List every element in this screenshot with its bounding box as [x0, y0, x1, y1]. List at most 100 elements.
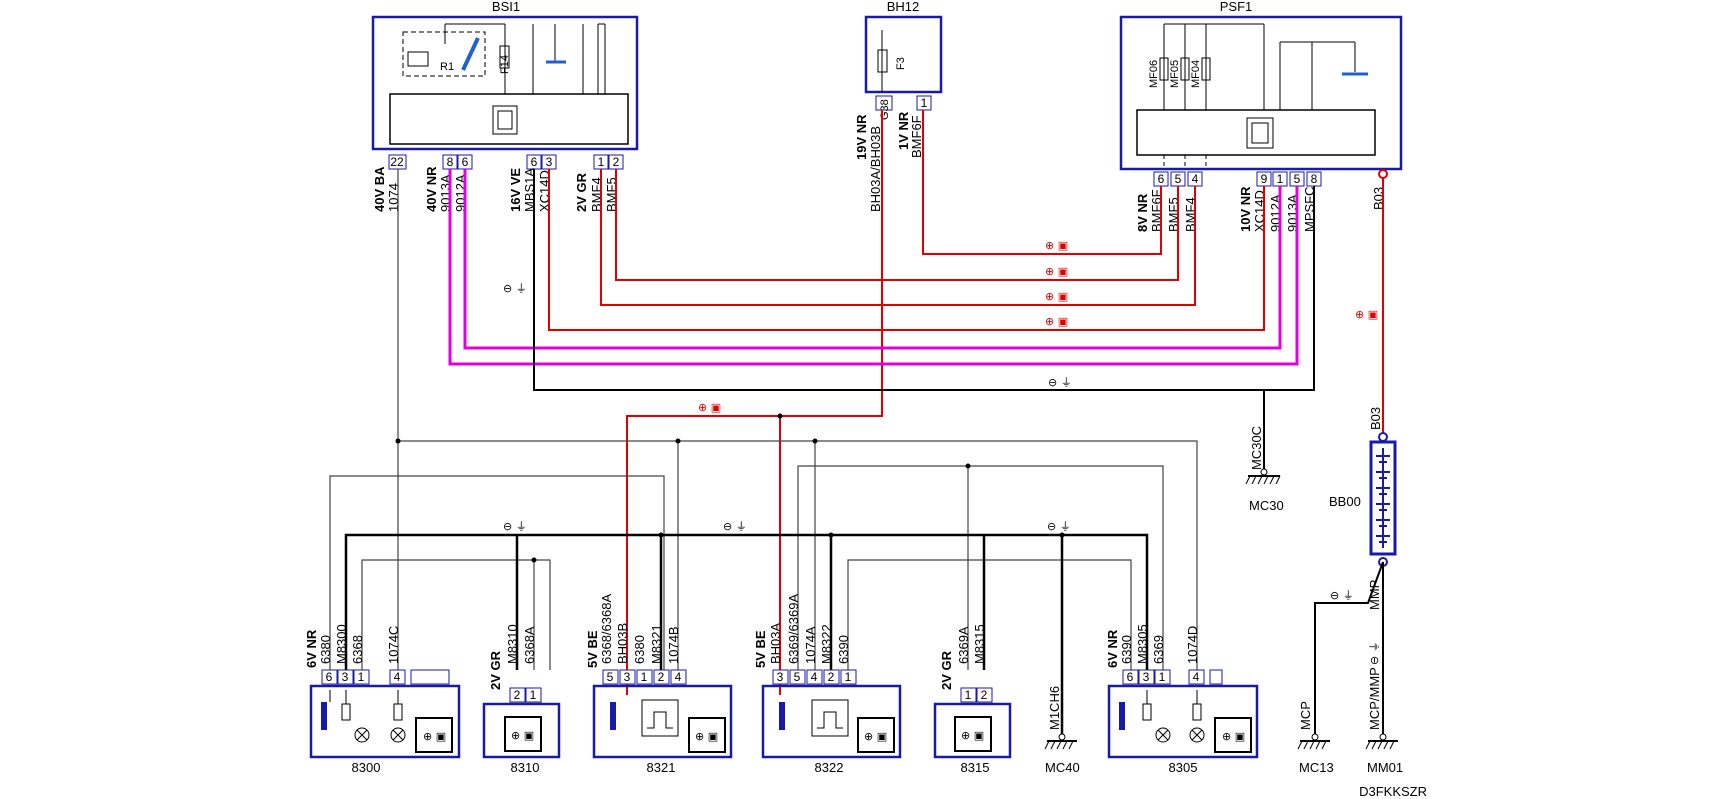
svg-text:4: 4 — [675, 670, 682, 684]
svg-text:6368/6368A: 6368/6368A — [599, 594, 614, 664]
bsi1-pins: 22 8 6 6 3 1 2 — [388, 154, 624, 170]
svg-text:⊕ ▣: ⊕ ▣ — [511, 729, 534, 742]
svg-text:M1CH6: M1CH6 — [1047, 686, 1062, 730]
svg-text:MF04: MF04 — [1190, 60, 1202, 88]
junction-dots — [395, 413, 1065, 563]
svg-text:2: 2 — [981, 688, 988, 702]
red-wires-top — [548, 110, 1384, 695]
svg-text:MCP/MMP: MCP/MMP — [1367, 667, 1382, 730]
svg-text:2: 2 — [613, 155, 620, 169]
svg-text:5: 5 — [794, 670, 801, 684]
svg-text:⊖ ⏚: ⊖ ⏚ — [1368, 641, 1381, 665]
ground-mc30: MC30C MC30 — [1245, 426, 1284, 513]
svg-text:22: 22 — [390, 155, 404, 169]
svg-text:8300: 8300 — [352, 760, 381, 775]
svg-text:3: 3 — [777, 670, 784, 684]
svg-text:2: 2 — [828, 670, 835, 684]
svg-text:5: 5 — [1294, 172, 1301, 186]
relay-r1-label: R1 — [440, 61, 454, 73]
svg-text:MF06: MF06 — [1148, 60, 1160, 88]
svg-text:6390: 6390 — [1119, 635, 1134, 664]
svg-text:6: 6 — [326, 670, 333, 684]
thin-wires — [329, 169, 1198, 670]
svg-text:MC30: MC30 — [1249, 498, 1284, 513]
svg-text:B03: B03 — [1368, 407, 1383, 430]
svg-text:2: 2 — [658, 670, 665, 684]
magenta-wires — [448, 169, 1299, 366]
svg-text:6368A: 6368A — [522, 626, 537, 664]
component-bh12: BH12 F3 G38 1 — [864, 0, 943, 120]
svg-text:⊖ ⏚: ⊖ ⏚ — [503, 520, 527, 533]
svg-text:8310: 8310 — [511, 760, 540, 775]
svg-text:5V BE: 5V BE — [585, 630, 600, 668]
svg-text:MF05: MF05 — [1169, 60, 1181, 88]
svg-text:3: 3 — [624, 670, 631, 684]
svg-text:⊕ ▣: ⊕ ▣ — [1355, 308, 1378, 321]
svg-text:6369: 6369 — [1151, 635, 1166, 664]
svg-text:M8322: M8322 — [819, 624, 834, 664]
svg-text:BMF6F: BMF6F — [909, 115, 924, 158]
svg-text:1074C: 1074C — [386, 626, 401, 664]
svg-text:⊕ ▣: ⊕ ▣ — [1045, 315, 1068, 328]
svg-text:8315: 8315 — [961, 760, 990, 775]
svg-text:1: 1 — [358, 670, 365, 684]
svg-text:6: 6 — [1127, 670, 1134, 684]
svg-text:BH03B: BH03B — [615, 623, 630, 664]
svg-text:6V NR: 6V NR — [304, 629, 319, 668]
svg-text:M8300: M8300 — [334, 624, 349, 664]
svg-text:⊖ ⏚: ⊖ ⏚ — [723, 520, 747, 533]
component-8322: 5V BE BH03A 6369/6369A 1074A M8322 6390 … — [753, 594, 902, 775]
svg-text:19V NR: 19V NR — [854, 114, 869, 160]
svg-text:MM01: MM01 — [1367, 760, 1403, 775]
svg-text:G38: G38 — [879, 99, 891, 120]
svg-text:⊖ ⏚: ⊖ ⏚ — [1048, 376, 1072, 389]
component-8300: 6V NR 6380 M8300 6368 1074C 6 3 1 4 ⊕ ▣ … — [304, 624, 461, 775]
svg-text:8: 8 — [1311, 172, 1318, 186]
svg-text:MCP: MCP — [1298, 701, 1313, 730]
svg-text:2V GR: 2V GR — [939, 650, 954, 690]
bsi1-label: BSI1 — [492, 0, 520, 14]
diagram-reference-code: D3FKKSZR — [1359, 784, 1427, 799]
svg-text:M8305: M8305 — [1135, 624, 1150, 664]
bsi1-wire-labels: 40V BA 1074 40V NR 9013A 9012A 16V VE MB… — [372, 166, 619, 212]
svg-text:⊕ ▣: ⊕ ▣ — [864, 730, 887, 743]
svg-text:9: 9 — [1261, 172, 1268, 186]
svg-text:2V GR: 2V GR — [488, 650, 503, 690]
ground-mc13-mm01 — [1314, 561, 1384, 735]
svg-text:⊕ ▣: ⊕ ▣ — [1222, 730, 1245, 743]
svg-text:1074A: 1074A — [803, 626, 818, 664]
svg-text:4: 4 — [1193, 670, 1200, 684]
svg-text:4: 4 — [1192, 172, 1199, 186]
svg-text:BB00: BB00 — [1329, 494, 1361, 509]
black-wires-top — [533, 169, 1315, 470]
svg-text:8305: 8305 — [1169, 760, 1198, 775]
battery-bb00: B03 BB00 MMP — [1329, 407, 1397, 610]
svg-text:6369/6369A: 6369/6369A — [786, 594, 801, 664]
bh12-wire-labels: 19V NR BH03A/BH03B 1V NR BMF6F — [854, 111, 924, 212]
svg-text:3: 3 — [1143, 670, 1150, 684]
svg-text:3: 3 — [546, 155, 553, 169]
svg-text:6: 6 — [1158, 172, 1165, 186]
svg-text:⊕ ▣: ⊕ ▣ — [695, 730, 718, 743]
svg-text:⊕ ▣: ⊕ ▣ — [1045, 239, 1068, 252]
svg-text:2V GR: 2V GR — [574, 172, 589, 212]
svg-text:6: 6 — [462, 155, 469, 169]
svg-text:8V NR: 8V NR — [1135, 193, 1150, 232]
ground-bus — [344, 533, 1149, 735]
svg-text:⊖ ⏚: ⊖ ⏚ — [1047, 520, 1071, 533]
ground-mc40: M1CH6 MC40 — [1044, 686, 1080, 775]
svg-text:1074D: 1074D — [1185, 626, 1200, 664]
svg-text:1: 1 — [530, 688, 537, 702]
component-psf1: PSF1 MF06 MF05 MF04 6 5 4 9 — [1119, 0, 1403, 187]
svg-text:1074B: 1074B — [666, 626, 681, 664]
svg-text:16V VE: 16V VE — [508, 168, 523, 212]
psf1-wire-labels: 8V NR BMF6F BMF5 BMF4 10V NR XC14D 9012A… — [1135, 186, 1386, 232]
svg-text:3: 3 — [342, 670, 349, 684]
svg-text:5V BE: 5V BE — [753, 630, 768, 668]
svg-text:⊖ ⏚: ⊖ ⏚ — [503, 282, 527, 295]
svg-text:40V NR: 40V NR — [424, 166, 439, 212]
psf1-pins: 6 5 4 9 1 5 8 — [1153, 171, 1322, 187]
svg-text:1: 1 — [1277, 172, 1284, 186]
svg-text:⊕ ▣: ⊕ ▣ — [961, 729, 984, 742]
